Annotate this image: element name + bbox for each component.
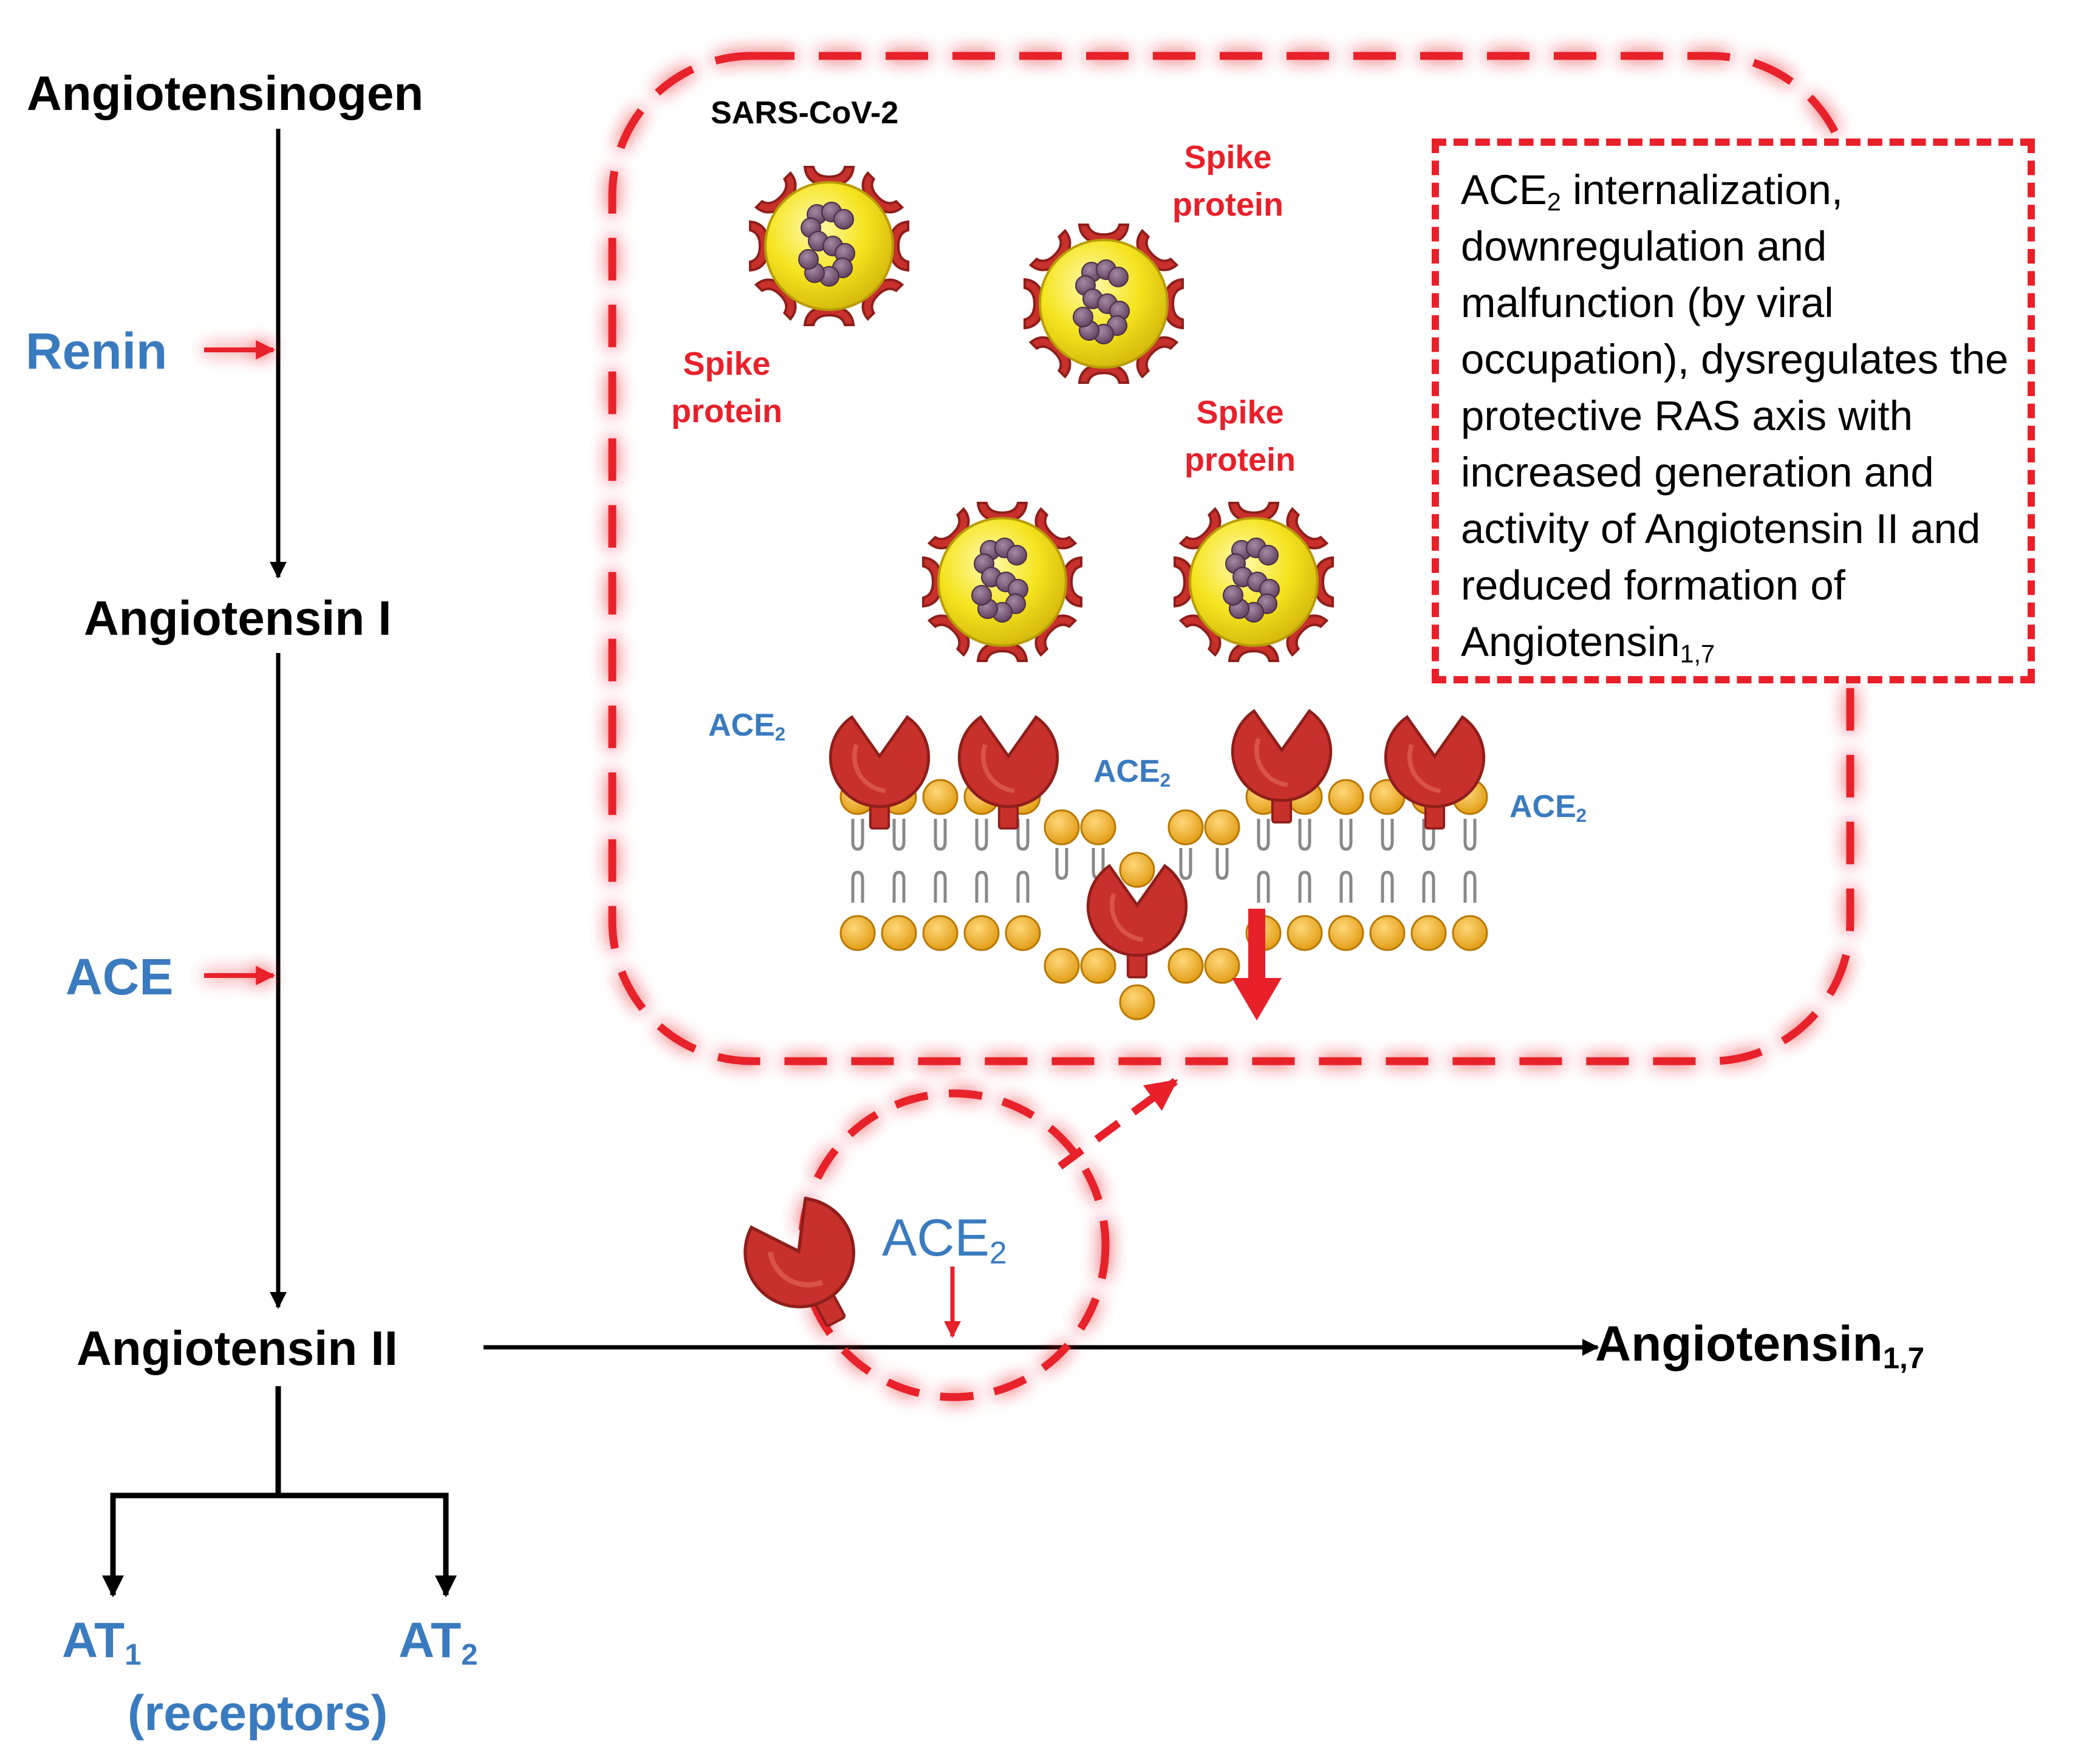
ace2-receptor-icon bbox=[731, 1188, 884, 1347]
virus-name-label: SARS-CoV-2 bbox=[711, 95, 899, 131]
receptors-caption: (receptors) bbox=[128, 1686, 388, 1741]
ace2-receptor-icon bbox=[830, 717, 929, 828]
at1-receptor-label: AT1 bbox=[62, 1613, 142, 1672]
branch-to-receptors bbox=[102, 1386, 281, 1598]
virus-icon bbox=[923, 503, 1081, 661]
internalization-arrow-icon bbox=[1232, 909, 1282, 1020]
effect-description-box: ACE2 internalization, downregulation and… bbox=[1432, 138, 2035, 683]
renin-label: Renin bbox=[26, 323, 168, 380]
angiotensin-2-label: Angiotensin II bbox=[77, 1321, 398, 1375]
virus-icon bbox=[1175, 503, 1333, 661]
angiotensin-1-label: Angiotensin I bbox=[84, 591, 392, 645]
ace2-pathway-label: ACE2 bbox=[882, 1209, 1007, 1270]
ace2-highlight-circle bbox=[798, 1089, 1110, 1401]
virus-icon bbox=[750, 167, 908, 325]
ace2-membrane-label: ACE2 bbox=[1509, 789, 1587, 826]
virus-icon bbox=[1025, 225, 1183, 383]
ace2-membrane-label: ACE2 bbox=[708, 708, 786, 745]
ace-label: ACE bbox=[66, 948, 174, 1005]
arrow-icon bbox=[1058, 1078, 1178, 1170]
angiotensin-17-label: Angiotensin1,7 bbox=[1595, 1316, 1925, 1375]
ace2-membrane-label: ACE2 bbox=[1093, 754, 1171, 791]
at2-receptor-label: AT2 bbox=[398, 1613, 478, 1672]
angiotensinogen-label: Angiotensinogen bbox=[27, 66, 424, 120]
